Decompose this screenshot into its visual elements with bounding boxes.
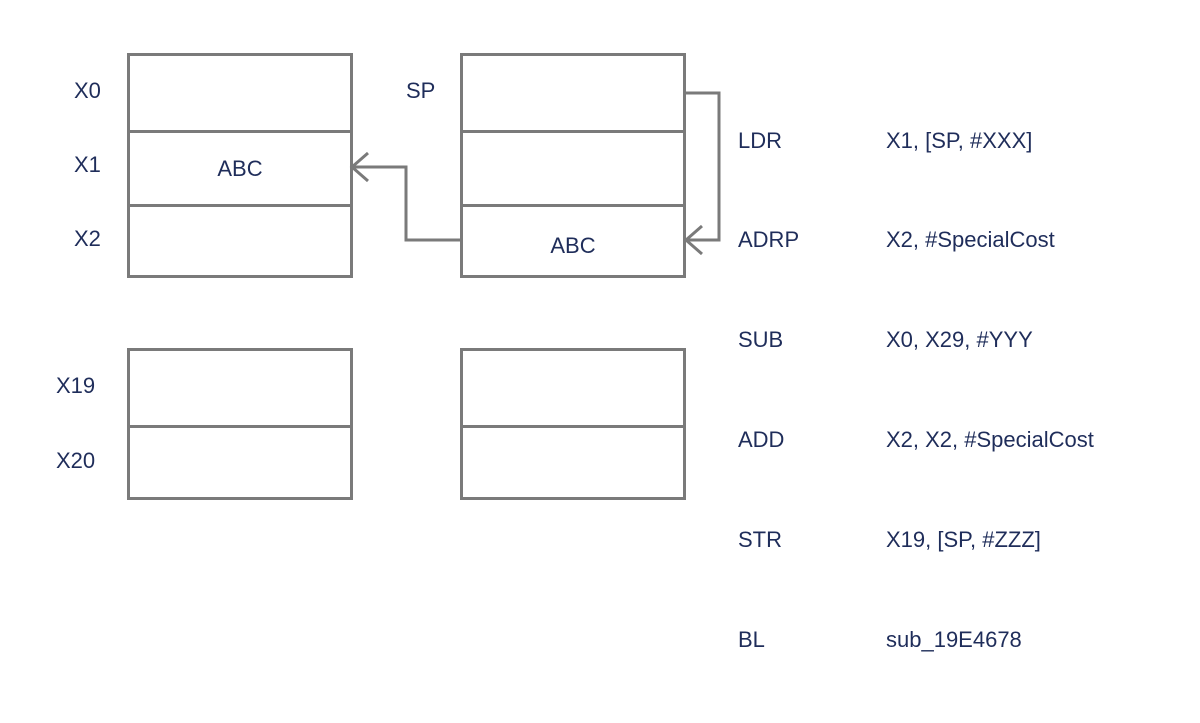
operand-column: X1, [SP, #XXX] X2, #SpecialCost X0, X29,…: [886, 57, 1094, 723]
operand-adrp: X2, #SpecialCost: [886, 227, 1055, 253]
register-cell-x2: [130, 204, 350, 278]
register-label-x1: X1: [74, 152, 101, 177]
stack-cell-lower-1: [463, 425, 683, 500]
operand-str: X19, [SP, #ZZZ]: [886, 527, 1041, 553]
opcode-str: STR: [738, 527, 782, 553]
register-label-x19: X19: [56, 373, 96, 398]
opcode-ldr: LDR: [738, 127, 783, 153]
stack-pointer-label: SP: [406, 78, 436, 103]
store-arrowhead: [349, 151, 369, 183]
opcode-add: ADD: [738, 427, 785, 453]
stack-block-upper: ABC: [460, 53, 686, 278]
operand-bl: sub_19E4678: [886, 627, 1022, 653]
register-label-x0: X0: [74, 78, 101, 103]
load-arrow: [686, 91, 721, 242]
opcode-adrp: ADRP: [738, 227, 800, 253]
stack-block-lower: [460, 348, 686, 500]
opcode-column: LDR ADRP SUB ADD STR BL: [738, 57, 799, 723]
store-arrow: [352, 165, 460, 242]
operand-sub: X0, X29, #YYY: [886, 327, 1033, 353]
register-block-lower: [127, 348, 353, 500]
register-label-x2: X2: [74, 226, 101, 251]
register-block-upper: ABC: [127, 53, 353, 278]
opcode-bl: BL: [738, 627, 765, 653]
opcode-sub: SUB: [738, 327, 784, 353]
register-cell-x1: ABC: [130, 130, 350, 204]
stack-cell-1: [463, 130, 683, 204]
register-label-x20: X20: [56, 448, 96, 473]
stack-cell-2: ABC: [463, 204, 683, 278]
memory-diagram: X0 X1 X2 X19 X20 ABC SP ABC LDR ADRP SU: [56, 53, 1094, 652]
register-cell-x20: [130, 425, 350, 500]
operand-ldr: X1, [SP, #XXX]: [886, 127, 1033, 153]
operand-add: X2, X2, #SpecialCost: [886, 427, 1094, 453]
load-arrowhead: [683, 224, 703, 256]
arrows: [349, 91, 721, 256]
